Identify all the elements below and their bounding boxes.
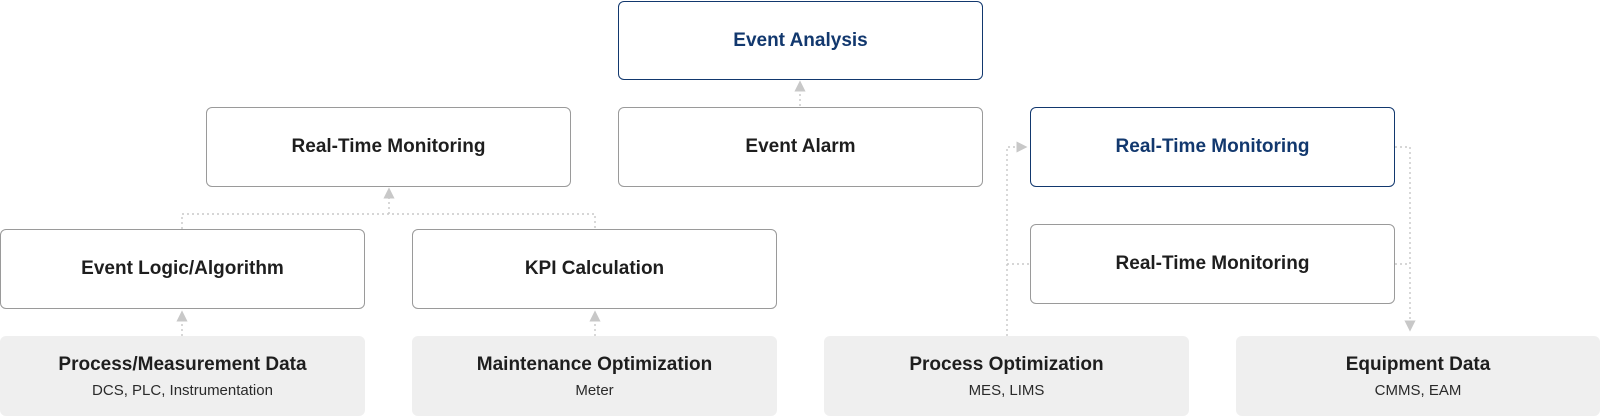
source-subtitle: Meter: [575, 381, 614, 399]
source-process-optimization: Process Optimization MES, LIMS: [824, 336, 1189, 416]
realtime-monitoring-right-top-box: Real-Time Monitoring: [1030, 107, 1395, 187]
connector-monitoring-top-to-equipment: [1395, 146, 1416, 332]
source-process-measurement: Process/Measurement Data DCS, PLC, Instr…: [0, 336, 365, 416]
event-alarm-box: Event Alarm: [618, 107, 983, 187]
realtime-monitoring-right-mid-box: Real-Time Monitoring: [1030, 224, 1395, 304]
connector-logic-kpi-to-monitoring: [181, 213, 596, 229]
event-analysis-box: Event Analysis: [618, 1, 983, 80]
source-title: Maintenance Optimization: [476, 353, 713, 375]
source-equipment-data: Equipment Data CMMS, EAM: [1236, 336, 1600, 416]
source-title: Process/Measurement Data: [58, 353, 307, 375]
connector-process-opt-to-monitoring-top: [1006, 141, 1028, 336]
source-subtitle: MES, LIMS: [968, 381, 1045, 399]
event-logic-box: Event Logic/Algorithm: [0, 229, 365, 309]
source-subtitle: CMMS, EAM: [1374, 381, 1462, 399]
source-title: Process Optimization: [909, 353, 1104, 375]
kpi-calculation-box: KPI Calculation: [412, 229, 777, 309]
source-subtitle: DCS, PLC, Instrumentation: [92, 381, 273, 399]
realtime-monitoring-left-box: Real-Time Monitoring: [206, 107, 571, 187]
source-title: Equipment Data: [1345, 353, 1491, 375]
source-maintenance-optimization: Maintenance Optimization Meter: [412, 336, 777, 416]
